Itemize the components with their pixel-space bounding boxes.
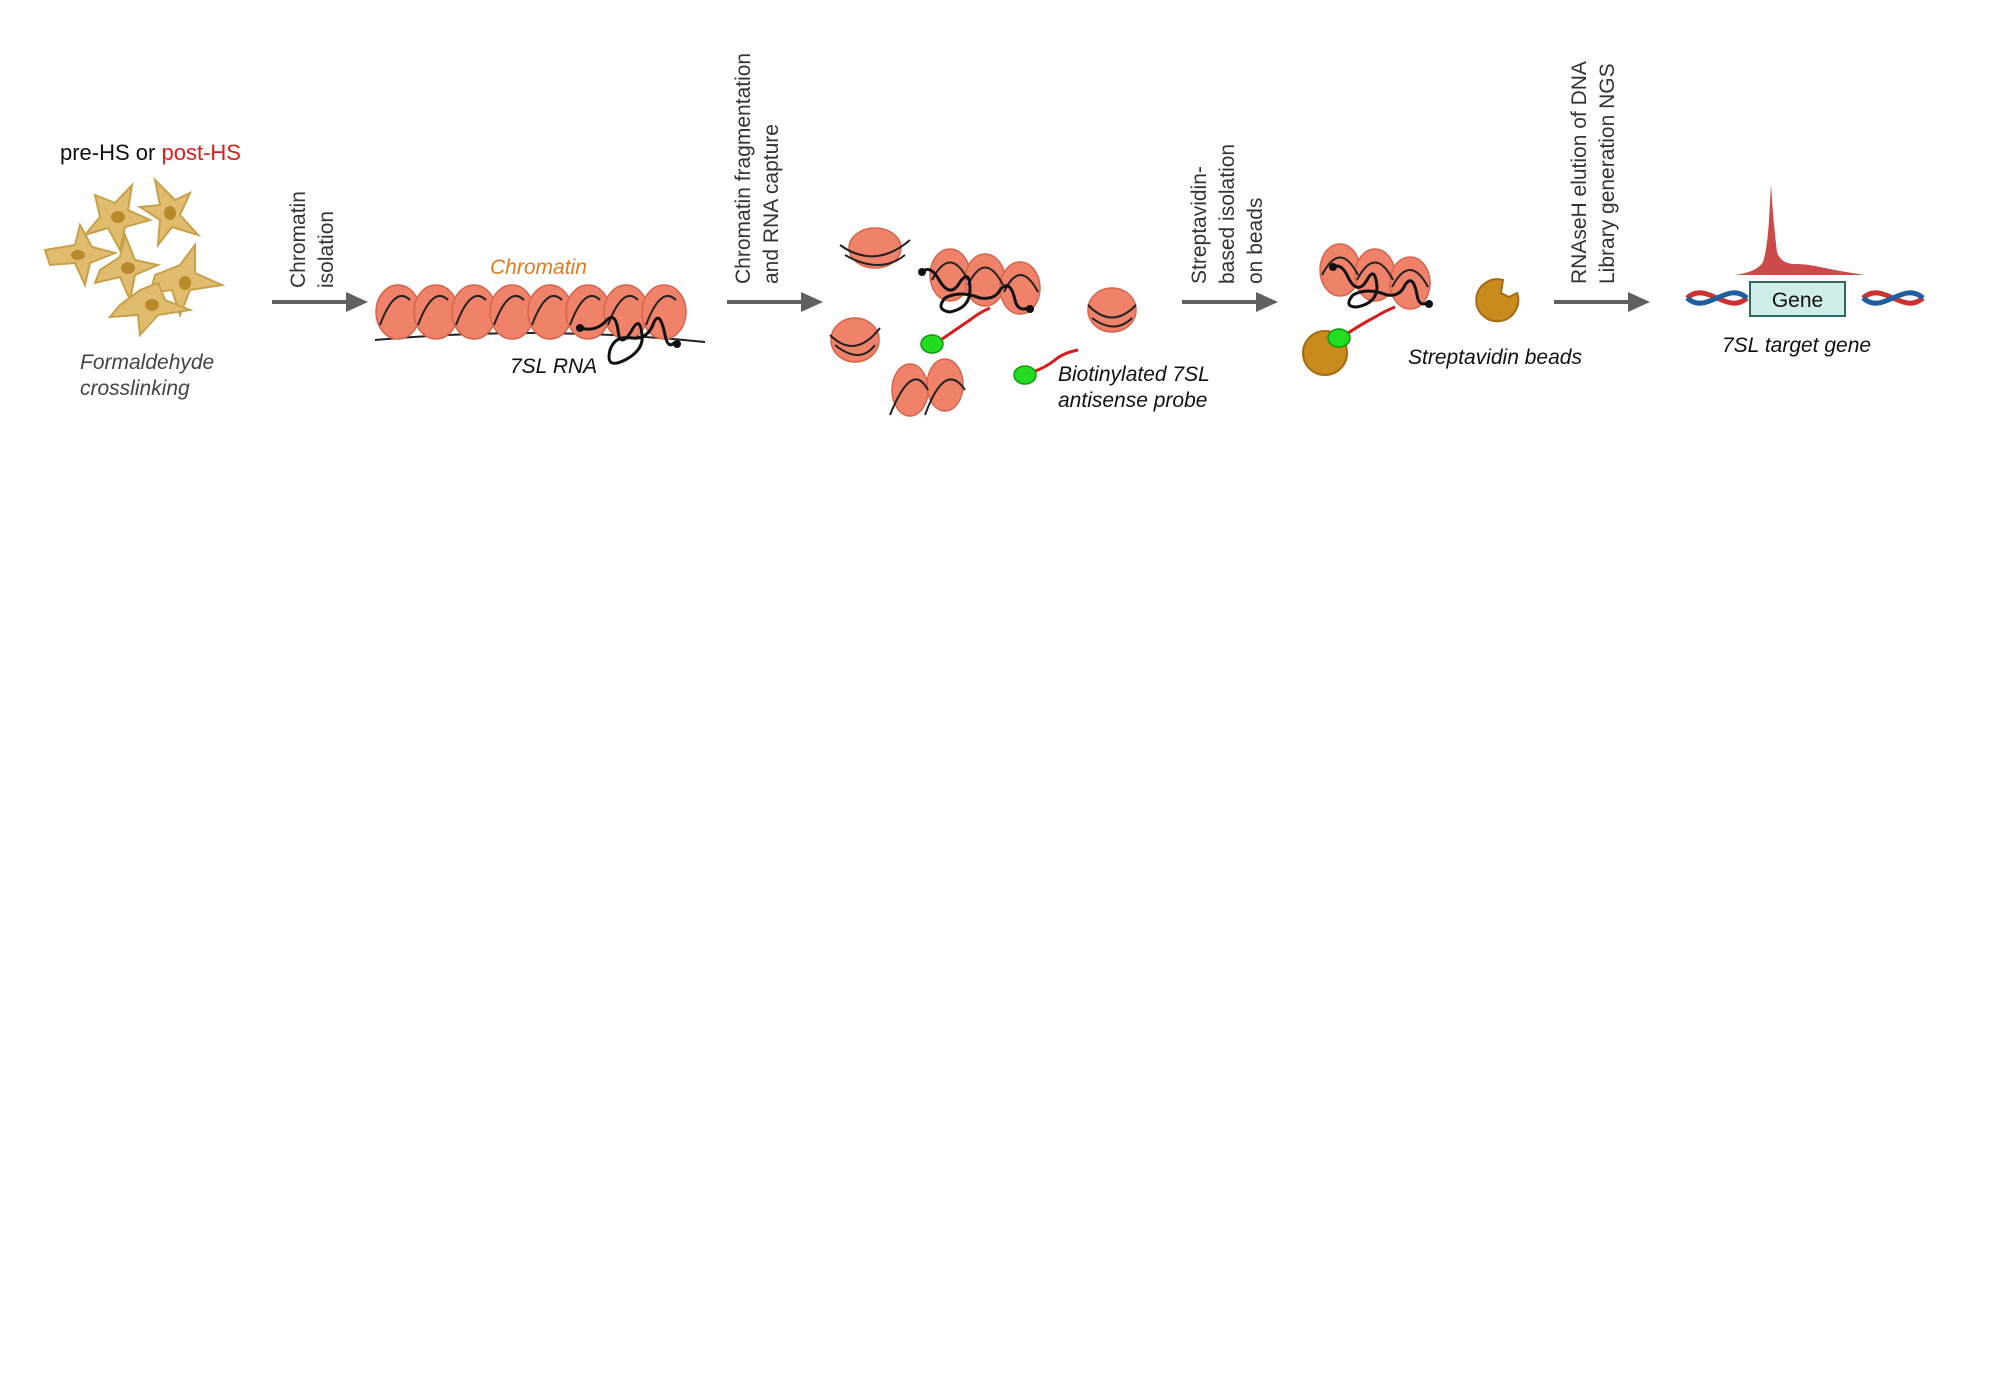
cell-state-prefix: pre-HS or [60, 140, 162, 165]
crosslinking-label-line2: crosslinking [80, 377, 190, 400]
rna-strand [1332, 264, 1428, 309]
rna-strand [579, 316, 677, 365]
nucleosome [1087, 287, 1137, 333]
step-label-elution: RNAseH elution of DNA Library generation… [1566, 61, 1622, 284]
step4-line2: Library generation NGS [1596, 63, 1619, 284]
dna-strand-blue [1685, 290, 1925, 306]
biotin-dot [1013, 365, 1037, 385]
step-label-streptavidin-isolation: Streptavidin- based isolation on beads [1186, 144, 1270, 284]
streptavidin-bead-free [1475, 278, 1520, 323]
crosslinked-cells-illustration [43, 176, 226, 338]
arrow-step1 [272, 292, 368, 312]
step-label-chromatin-isolation: Chromatin isolation [285, 191, 341, 288]
cell-nucleus [111, 211, 125, 223]
probe-label-line2: antisense probe [1058, 389, 1208, 412]
beads-label: Streptavidin beads [1408, 346, 1582, 369]
peak-signal [1735, 184, 1865, 275]
target-gene-illustration [1685, 184, 1925, 317]
cell-state-label: pre-HS or post-HS [60, 140, 241, 166]
crosslinking-label-line1: Formaldehyde [80, 351, 215, 374]
cell-nucleus [121, 262, 135, 274]
cell-state-highlight: post-HS [161, 140, 241, 165]
probe-line-free [1029, 348, 1079, 375]
arrow-step4 [1554, 292, 1650, 312]
arrow-step3 [1182, 292, 1278, 312]
step-label-fragmentation: Chromatin fragmentation and RNA capture [730, 53, 786, 284]
probe-label: Biotinylated 7SL antisense probe [1058, 362, 1210, 414]
bead-capture [1302, 243, 1520, 376]
cell-nucleus [145, 299, 159, 311]
probe-label-line1: Biotinylated 7SL [1058, 363, 1210, 386]
rna-label: 7SL RNA [510, 355, 598, 378]
step1-line1: Chromatin [287, 191, 310, 288]
cell-nucleus [71, 250, 85, 260]
target-gene-label: 7SL target gene [1722, 334, 1872, 357]
cell-nucleus [179, 276, 191, 290]
step3-line3: on beads [1244, 197, 1267, 284]
probe-line-bound [937, 306, 991, 344]
chromatin-fiber [374, 284, 706, 365]
step2-line1: Chromatin fragmentation [732, 52, 755, 284]
nucleosome-row [375, 284, 687, 340]
fragmented-chromatin [829, 227, 1137, 417]
step1-line2: isolation [315, 210, 338, 288]
rna-strand [921, 268, 1029, 314]
biotin-dot [1327, 328, 1351, 348]
biotin-dot [920, 334, 944, 354]
arrow-step2 [727, 292, 823, 312]
gene-box-label: Gene [1771, 289, 1824, 312]
gene-box-rect [1749, 281, 1846, 317]
crosslinking-label: Formaldehyde crosslinking [80, 350, 214, 402]
step2-line2: and RNA capture [760, 124, 783, 284]
nucleosome [926, 358, 964, 412]
chromatin-label: Chromatin [490, 256, 587, 279]
step4-line1: RNAseH elution of DNA [1568, 61, 1591, 284]
nucleosome [891, 363, 929, 417]
cell-nucleus [164, 206, 176, 220]
step3-line2: based isolation [1216, 143, 1239, 284]
step3-line1: Streptavidin- [1188, 166, 1211, 284]
probe-line-bound [1344, 305, 1396, 337]
